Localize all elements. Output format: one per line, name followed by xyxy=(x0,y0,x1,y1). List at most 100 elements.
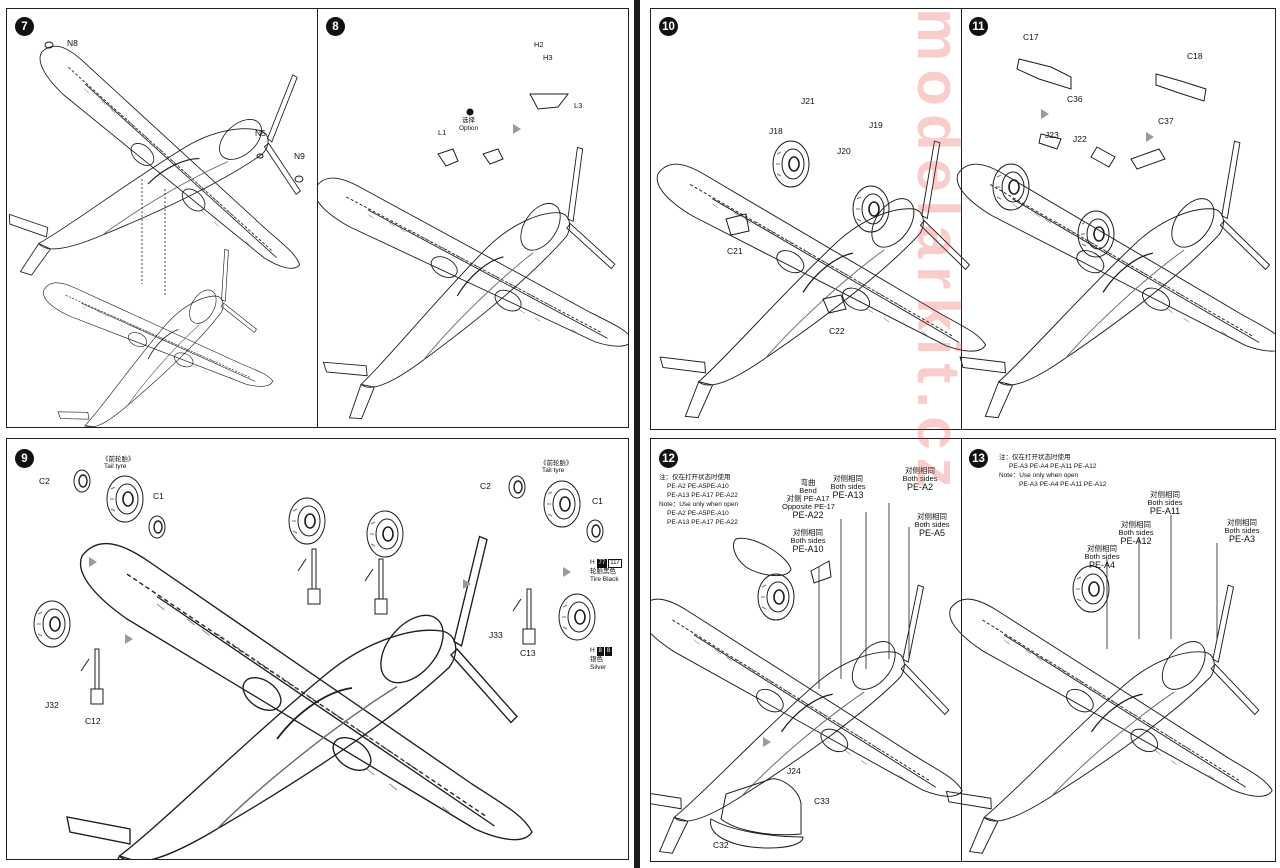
part-label-j19: J19 xyxy=(869,120,883,130)
callout-pe-a3: 对侧相同 Both sides PE-A3 xyxy=(1217,518,1267,544)
step-12-note: 注：仅在打开状态时使用 PE-A2 PE-A5PE-A10 PE-A13 PE-… xyxy=(659,473,738,527)
part-label-pe-a12: PE-A12 xyxy=(1120,536,1152,546)
instruction-page-left: 7 N8 N5 N9 8 xyxy=(0,0,634,868)
step-number-badge: 7 xyxy=(15,17,34,36)
part-label-j32: J32 xyxy=(45,700,59,710)
callout-pe-a22: 弯曲 Bend 对侧 PE-A17 Opposite PE-17 PE-A22 xyxy=(782,479,835,520)
note-en: Note：Use only when open xyxy=(999,472,1079,479)
part-label-h2: H2 xyxy=(534,40,544,49)
part-label-l1: L1 xyxy=(438,128,447,137)
steps-10-11-panel: 10 11 J21 J18 J20 J19 C21 C22 xyxy=(650,8,1276,430)
callout-pe-a12: 对侧相同 Both sides PE-A12 xyxy=(1111,520,1161,546)
part-label-j23: J23 xyxy=(1045,130,1059,140)
tail-tyre-label: Tail tyre xyxy=(542,467,565,474)
note-cn: 注：仅在打开状态时使用 xyxy=(999,454,1071,461)
part-label-pe-a11: PE-A11 xyxy=(1149,506,1181,516)
paint-swatch: 8 xyxy=(596,647,604,656)
paint-code-h: H xyxy=(590,559,595,566)
both-sides-cn: 对侧相同 xyxy=(905,466,935,475)
paint-swatch: 8 xyxy=(604,647,613,656)
part-label-n8: N8 xyxy=(67,38,78,48)
part-label-pe-a5: PE-A5 xyxy=(918,528,945,538)
paint-code-h: H xyxy=(590,647,595,654)
step-number-badge: 10 xyxy=(659,17,678,36)
part-label-j20: J20 xyxy=(837,146,851,156)
part-label-pe-a3: PE-A3 xyxy=(1228,534,1255,544)
step-number-badge: 13 xyxy=(969,449,988,468)
callout-pe-a11: 对侧相同 Both sides PE-A11 xyxy=(1139,491,1191,516)
opposite-label: Opposite PE-17 xyxy=(782,502,835,511)
step-number-badge: 12 xyxy=(659,449,678,468)
note-parts: PE-A3 PE-A4 PE-A11 PE-A12 xyxy=(1009,463,1097,470)
part-label-j33: J33 xyxy=(489,630,503,640)
bend-label: Bend xyxy=(799,486,817,495)
part-label-c17: C17 xyxy=(1023,32,1039,42)
steps-12-13-panel: 12 13 注：仅在打开状态时使用 PE-A2 PE xyxy=(650,438,1276,862)
step-8-panel: 8 H2 H3 L3 L1 选择 Option xyxy=(317,8,629,428)
note-parts: PE-A2 PE-A5PE-A10 xyxy=(667,483,729,490)
both-sides-label: Both sides xyxy=(790,536,826,545)
panel-divider xyxy=(961,9,962,429)
both-sides-label: Both sides xyxy=(1224,526,1260,535)
tail-tyre-label: Tail tyre xyxy=(104,463,127,470)
both-sides-cn: 对侧相同 xyxy=(1087,544,1117,553)
callout-pe-a4: 对侧相同 Both sides PE-A4 xyxy=(1077,544,1127,570)
part-label-c33: C33 xyxy=(814,796,830,806)
part-label-pe-a10: PE-A10 xyxy=(792,544,824,554)
note-parts: PE-A13 PE-A17 PE-A22 xyxy=(667,492,738,499)
callout-pe-a13: 对侧相同 Both sides PE-A13 xyxy=(823,474,873,500)
part-label-l3: L3 xyxy=(574,101,583,110)
part-label-n5: N5 xyxy=(255,128,266,138)
direction-arrow xyxy=(563,567,571,577)
paint-name: Silver xyxy=(590,664,607,671)
panel-divider xyxy=(961,439,962,861)
direction-arrow xyxy=(125,634,133,644)
part-label-j24: J24 xyxy=(787,766,801,776)
part-label-c1: C1 xyxy=(153,491,164,501)
both-sides-cn: 对侧相同 xyxy=(1121,520,1151,529)
paint-swatch: 77 xyxy=(596,559,608,568)
tail-tyre-cn: 《前轮胎》 xyxy=(102,456,135,463)
note-parts: PE-A3 PE-A4 PE-A11 PE-A12 xyxy=(1019,481,1107,488)
note-en: Note：Use only when open xyxy=(659,501,739,508)
tail-tyre-cn: 《前轮胎》 xyxy=(540,460,573,467)
callout-pe-a10: 对侧相同 Both sides PE-A10 xyxy=(783,528,833,554)
part-label-j18: J18 xyxy=(769,126,783,136)
direction-arrow xyxy=(763,737,771,747)
part-label-pe-a13: PE-A13 xyxy=(832,490,864,500)
option-label: Option xyxy=(459,125,479,132)
both-sides-cn: 对侧相同 xyxy=(1227,518,1257,527)
part-label-pe-a22: PE-A22 xyxy=(792,510,824,520)
part-label-n9: N9 xyxy=(294,151,305,161)
step-number-badge: 9 xyxy=(15,449,34,468)
paint-name: Tire Black xyxy=(590,576,619,583)
paint-swatch: 117 xyxy=(608,559,622,568)
both-sides-cn: 对侧相同 xyxy=(793,528,823,537)
part-label-c1: C1 xyxy=(592,496,603,506)
page-gutter xyxy=(634,0,640,868)
direction-arrow xyxy=(463,579,471,589)
callout-pe-a5: 对侧相同 Both sides PE-A5 xyxy=(907,512,957,538)
instruction-page-right: 10 11 J21 J18 J20 J19 C21 C22 xyxy=(640,0,1280,868)
both-sides-label: Both sides xyxy=(914,520,950,529)
both-sides-cn: 对侧相同 xyxy=(917,512,947,521)
steps-12-13-diagram xyxy=(651,503,1275,855)
part-label-c18: C18 xyxy=(1187,51,1203,61)
callout-pe-a2: 对侧相同 Both sides PE-A2 xyxy=(895,466,945,492)
note-cn: 注：仅在打开状态时使用 xyxy=(659,474,731,481)
opposite-cn: 对侧 PE-A17 xyxy=(786,494,830,503)
part-label-j22: J22 xyxy=(1073,134,1087,144)
step-7-panel: 7 N8 N5 N9 xyxy=(6,8,319,428)
both-sides-cn: 对侧相同 xyxy=(833,474,863,483)
direction-arrow xyxy=(89,557,97,567)
part-label-c12: C12 xyxy=(85,716,101,726)
both-sides-label: Both sides xyxy=(830,482,866,491)
direction-arrow xyxy=(513,124,521,134)
part-label-c13: C13 xyxy=(520,648,536,658)
paint-name-cn: 银色 xyxy=(590,656,603,663)
part-label-pe-a4: PE-A4 xyxy=(1088,560,1115,570)
part-label-pe-a2: PE-A2 xyxy=(906,482,933,492)
part-label-c32: C32 xyxy=(713,840,729,850)
